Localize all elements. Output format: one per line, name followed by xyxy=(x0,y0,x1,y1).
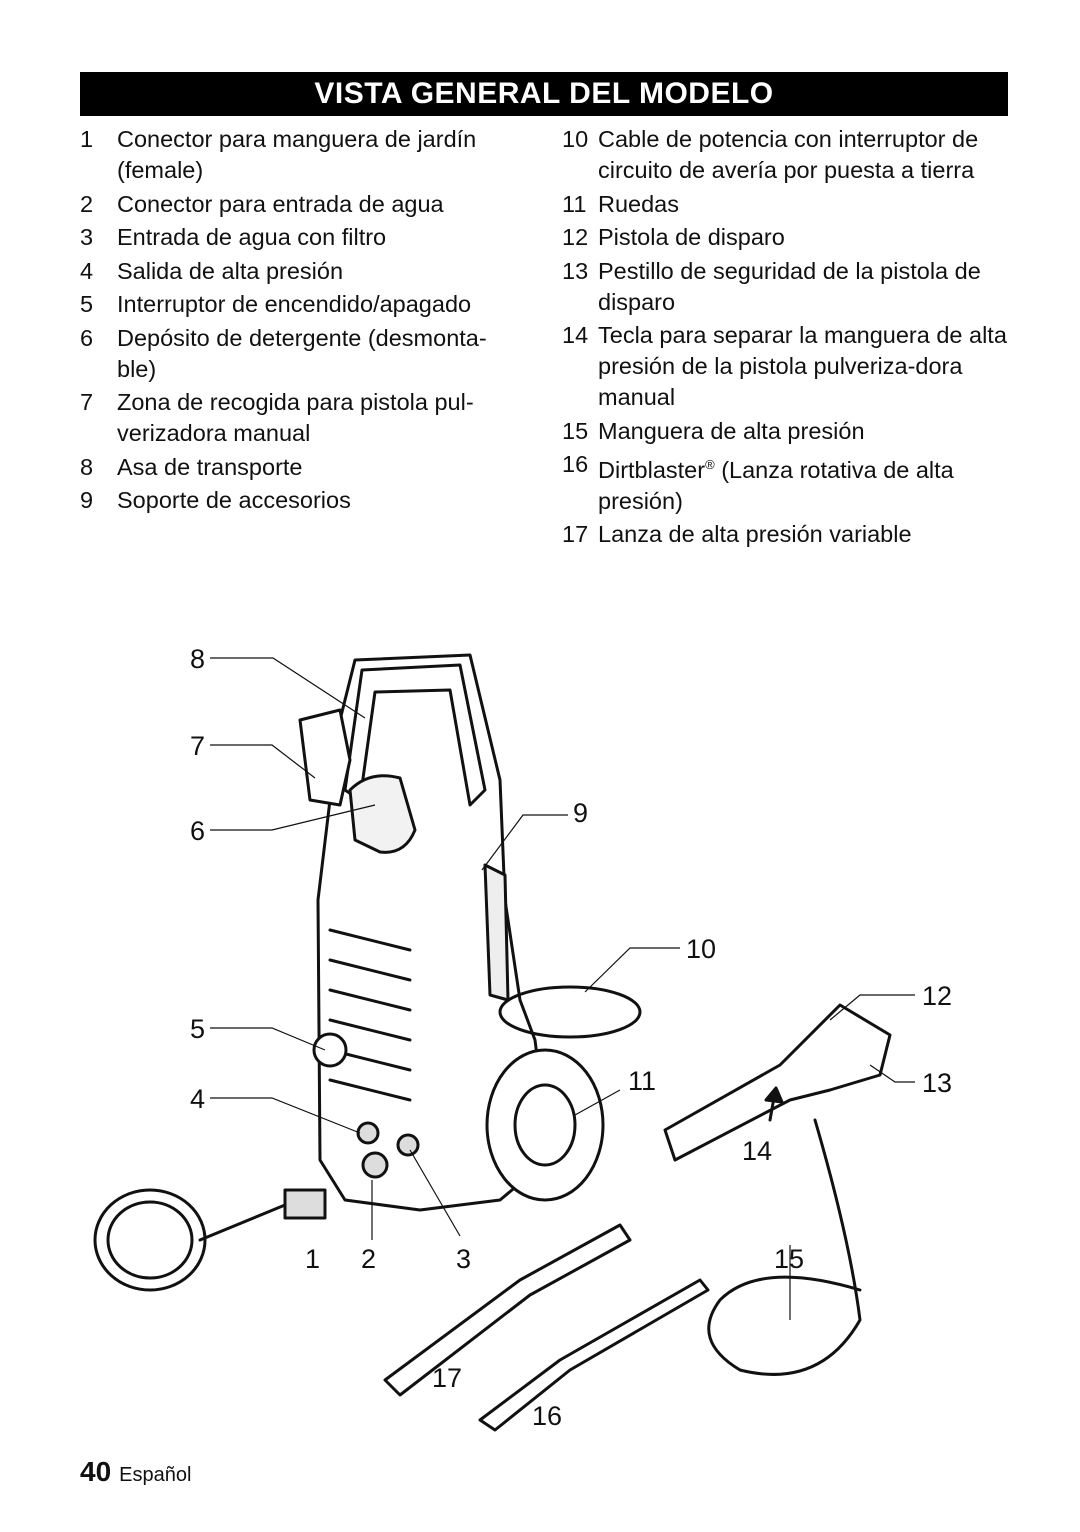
item-text: Soporte de accesorios xyxy=(117,487,351,513)
callout-4: 4 xyxy=(190,1084,205,1114)
list-item: 1 Conector para manguera de jardín (femal… xyxy=(80,124,520,186)
list-item: 10 Cable de potencia con interruptor de c… xyxy=(562,124,1008,186)
list-item: 9 Soporte de accesorios xyxy=(80,485,520,516)
list-item: 11 Ruedas xyxy=(562,189,1008,220)
list-item: 8 Asa de transporte xyxy=(80,452,520,483)
item-text: Dirtblaster® (Lanza rotativa de alta pre… xyxy=(598,449,1008,517)
callout-8: 8 xyxy=(190,644,205,674)
gun-holster xyxy=(298,708,352,807)
item-text: Ruedas xyxy=(598,190,679,217)
item-text: Cable de potencia con interruptor de cir… xyxy=(598,126,979,183)
outlet-fitting xyxy=(356,1121,380,1145)
dirtblaster-lance xyxy=(478,1278,710,1432)
filter-fitting xyxy=(396,1133,420,1157)
vent-slot xyxy=(328,928,412,952)
list-item: 5 Interruptor de encendido/apagado xyxy=(80,289,520,320)
callout-14: 14 xyxy=(742,1136,772,1166)
item-text: Salida de alta presión xyxy=(117,257,344,284)
list-item: 4 Salida de alta presión xyxy=(80,256,520,287)
high-pressure-hose xyxy=(707,1118,862,1376)
item-number: 6 xyxy=(80,324,94,351)
item-text: Interruptor de encendido/apagado xyxy=(117,291,472,317)
callout-12: 12 xyxy=(922,981,952,1011)
item-number: 11 xyxy=(562,190,587,217)
pressure-washer-diagram: 8 7 6 9 10 12 5 11 13 4 14 1 2 3 15 17 1… xyxy=(93,644,952,1432)
inlet-fitting xyxy=(361,1151,389,1179)
item-text: Entrada de agua con filtro xyxy=(117,224,387,250)
item-number: 14 xyxy=(562,322,589,348)
list-item: 14 Tecla para separar la manguera de alta… xyxy=(562,320,1008,413)
vent-slot xyxy=(328,958,412,982)
item-text-rest: (Lanza rotativa de alta presión) xyxy=(598,456,954,514)
item-text: Conector para manguera de jardín (female… xyxy=(117,126,477,183)
item-number: 4 xyxy=(80,257,94,284)
item-number: 5 xyxy=(80,291,94,317)
list-item: 15 Manguera de alta presión xyxy=(562,416,1008,447)
language-label: Español xyxy=(119,1464,192,1486)
list-item: 16 Dirtblaster® (Lanza rotativa de alta p… xyxy=(562,449,1008,517)
spray-gun xyxy=(663,1003,892,1162)
list-item: 13 Pestillo de seguridad de la pistola de… xyxy=(562,256,1008,318)
callout-16: 16 xyxy=(532,1401,562,1431)
list-item: 6 Depósito de detergente (desmonta-ble) xyxy=(80,323,520,385)
registered-mark: ® xyxy=(705,457,715,472)
item-number: 10 xyxy=(562,126,589,152)
callout-10: 10 xyxy=(686,934,716,964)
accessory-holder xyxy=(483,863,510,1002)
item-number: 1 xyxy=(80,126,94,152)
item-number: 15 xyxy=(562,417,589,444)
callout-3: 3 xyxy=(456,1244,471,1274)
item-text: Tecla para separar la manguera de alta p… xyxy=(598,322,1007,410)
brand-name: Dirtblaster xyxy=(598,456,706,483)
hose-coupling xyxy=(283,1188,327,1220)
item-text: Conector para entrada de agua xyxy=(117,190,444,217)
parts-list-right: 10 Cable de potencia con interruptor de c… xyxy=(562,124,1008,553)
item-text: Depósito de detergente (desmonta-ble) xyxy=(117,324,487,382)
callout-9: 9 xyxy=(573,798,588,828)
page-number: 40 xyxy=(80,1456,112,1487)
item-number: 17 xyxy=(562,521,589,548)
list-item: 2 Conector para entrada de agua xyxy=(80,189,520,220)
callout-13: 13 xyxy=(922,1068,952,1098)
item-number: 13 xyxy=(562,257,589,284)
list-item: 3 Entrada de agua con filtro xyxy=(80,222,520,253)
item-number: 12 xyxy=(562,224,589,250)
list-item: 7 Zona de recogida para pistola pul-veriz… xyxy=(80,387,520,449)
parts-list-left: 1 Conector para manguera de jardín (femal… xyxy=(80,124,520,519)
callout-7: 7 xyxy=(190,731,205,761)
item-text: Pistola de disparo xyxy=(598,224,785,250)
detergent-tank xyxy=(348,774,417,854)
variable-lance xyxy=(383,1223,632,1397)
item-text: Lanza de alta presión variable xyxy=(598,521,912,548)
item-text: Zona de recogida para pistola pul-veriza… xyxy=(117,389,474,446)
item-number: 9 xyxy=(80,487,94,513)
callout-6: 6 xyxy=(190,816,205,846)
vent-slot xyxy=(328,988,412,1012)
wheel xyxy=(485,1048,605,1202)
callout-2: 2 xyxy=(361,1244,376,1274)
item-number: 3 xyxy=(80,224,94,250)
garden-hose xyxy=(93,1188,207,1292)
item-text: Asa de transporte xyxy=(117,453,303,480)
vent-slot xyxy=(328,1018,412,1042)
item-text: Pestillo de seguridad de la pistola de d… xyxy=(598,257,981,315)
page-footer: 40 Español xyxy=(80,1456,191,1488)
item-number: 7 xyxy=(80,389,94,415)
list-item: 17 Lanza de alta presión variable xyxy=(562,519,1008,550)
callout-17: 17 xyxy=(432,1363,462,1393)
list-item: 12 Pistola de disparo xyxy=(562,222,1008,253)
item-number: 2 xyxy=(80,190,94,217)
power-cord xyxy=(498,985,642,1039)
power-switch xyxy=(312,1032,348,1068)
callout-11: 11 xyxy=(628,1066,656,1096)
item-text: Manguera de alta presión xyxy=(598,417,865,444)
callout-1: 1 xyxy=(305,1244,320,1274)
vent-slot xyxy=(328,1078,412,1102)
page-title: VISTA GENERAL DEL MODELO xyxy=(80,72,1008,116)
item-number: 8 xyxy=(80,453,94,480)
callout-15: 15 xyxy=(774,1244,804,1274)
callout-5: 5 xyxy=(190,1014,205,1044)
item-number: 16 xyxy=(562,451,589,477)
